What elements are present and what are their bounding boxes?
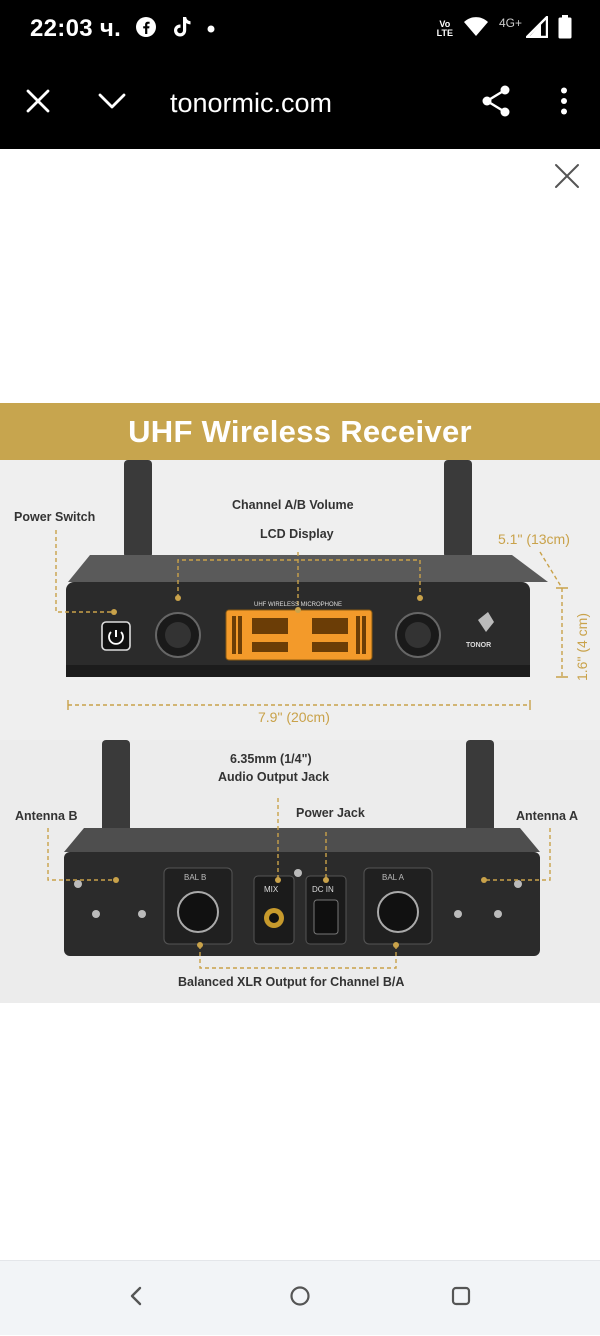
lcd-caption: UHF WIRELESS MICROPHONE xyxy=(254,602,343,608)
home-icon xyxy=(289,1285,311,1312)
share-icon xyxy=(481,85,511,122)
xlr-a-port xyxy=(377,891,419,933)
close-viewer-button[interactable] xyxy=(550,161,584,195)
xlr-b-port xyxy=(177,891,219,933)
label-audio-output-1: 6.35mm (1/4") xyxy=(230,752,312,766)
volte-bottom: LTE xyxy=(436,28,453,38)
share-button[interactable] xyxy=(466,58,526,149)
volte-indicator: Vo LTE xyxy=(437,20,453,38)
label-power-switch: Power Switch xyxy=(14,510,96,524)
label-audio-output-2: Audio Output Jack xyxy=(218,770,330,784)
status-right: Vo LTE 4G+ xyxy=(437,14,572,44)
system-nav-bar xyxy=(0,1260,600,1335)
url-display[interactable]: tonormic.com xyxy=(170,88,333,118)
port-label-bal-a: BAL A xyxy=(382,873,404,882)
close-icon xyxy=(554,163,580,194)
back-button[interactable] xyxy=(101,1261,171,1336)
tiktok-icon xyxy=(171,15,193,44)
signal-icon xyxy=(525,15,549,43)
more-options-button[interactable] xyxy=(534,58,594,149)
close-tab-button[interactable] xyxy=(8,58,68,149)
front-view-illustration xyxy=(55,460,568,710)
label-width: 7.9" (20cm) xyxy=(258,709,330,725)
browser-toolbar: tonormic.com xyxy=(0,58,600,149)
dot-icon xyxy=(207,20,215,38)
label-depth: 5.1" (13cm) xyxy=(498,531,570,547)
recents-icon xyxy=(450,1285,472,1312)
rear-view-panel: 6.35mm (1/4") Audio Output Jack Power Ja… xyxy=(0,740,600,1003)
dc-jack xyxy=(313,899,339,935)
label-antenna-a: Antenna A xyxy=(516,809,579,823)
receiver-rear xyxy=(64,852,540,956)
antenna-left xyxy=(124,460,152,558)
label-antenna-b: Antenna B xyxy=(15,809,78,823)
more-vert-icon xyxy=(560,87,568,120)
recents-button[interactable] xyxy=(426,1261,496,1336)
volte-top: Vo xyxy=(439,19,451,29)
lcd-display xyxy=(226,610,372,660)
status-bar: 22:03 ч. Vo LTE 4G+ xyxy=(0,0,600,58)
receiver-top xyxy=(68,555,548,582)
minimize-button[interactable] xyxy=(82,58,142,149)
facebook-icon xyxy=(135,16,157,43)
port-label-dc-in: DC IN xyxy=(312,885,334,894)
image-title: UHF Wireless Receiver xyxy=(128,413,472,449)
network-type: 4G+ xyxy=(498,16,522,30)
product-image[interactable]: UHF Wireless Receiver xyxy=(0,403,600,1003)
status-left: 22:03 ч. xyxy=(30,15,215,44)
label-balanced-xlr: Balanced XLR Output for Channel B/A xyxy=(178,975,405,989)
chevron-down-icon xyxy=(98,92,126,115)
image-viewer: UHF Wireless Receiver xyxy=(0,149,600,1260)
back-icon xyxy=(129,1285,143,1312)
port-label-bal-b: BAL B xyxy=(184,873,207,882)
home-button[interactable] xyxy=(265,1261,335,1336)
tonor-logo xyxy=(478,612,494,632)
label-lcd-display: LCD Display xyxy=(260,527,334,541)
rear-view-illustration xyxy=(47,740,551,969)
brand-label: TONOR xyxy=(466,642,492,649)
port-label-mix: MIX xyxy=(264,885,279,894)
battery-icon xyxy=(558,14,572,44)
front-view-panel: Power Switch Channel A/B Volume LCD Disp… xyxy=(0,460,600,740)
label-height: 1.6" (4 cm) xyxy=(573,613,590,681)
antenna-right xyxy=(444,460,472,558)
label-power-jack: Power Jack xyxy=(296,806,365,820)
wifi-icon xyxy=(463,16,489,42)
close-icon xyxy=(26,89,50,118)
status-time: 22:03 ч. xyxy=(30,15,122,42)
image-banner: UHF Wireless Receiver xyxy=(0,403,600,460)
label-channel-volume: Channel A/B Volume xyxy=(232,498,354,512)
